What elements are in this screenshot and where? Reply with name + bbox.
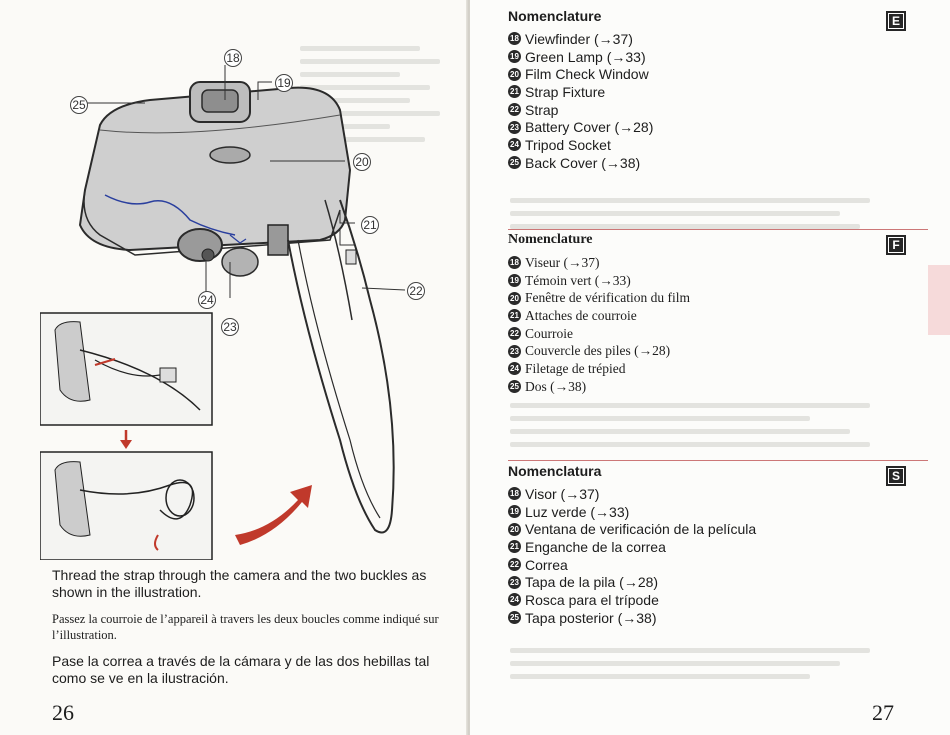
section-title: Nomenclatura bbox=[508, 463, 602, 479]
page-number-right: 27 bbox=[872, 700, 894, 725]
caption-french: Passez la courroie de l’appareil à trave… bbox=[52, 612, 439, 642]
callout-24: 24 bbox=[198, 291, 216, 309]
callout-25: 25 bbox=[70, 96, 88, 114]
caption-english: Thread the strap through the camera and … bbox=[52, 567, 427, 600]
ghost-text-right-2 bbox=[510, 395, 890, 455]
ghost-text-right bbox=[510, 190, 890, 237]
section-divider bbox=[508, 229, 928, 230]
callout-20: 20 bbox=[353, 153, 371, 171]
caption-spanish: Pase la correa a través de la cámara y d… bbox=[52, 653, 430, 686]
callout-23: 23 bbox=[221, 318, 239, 336]
ghost-text-right-3 bbox=[510, 640, 890, 687]
left-page: 18 19 25 20 21 22 24 23 Thread the strap… bbox=[0, 0, 468, 735]
page-number-left: 26 bbox=[52, 700, 74, 725]
section-title: Nomenclature bbox=[508, 8, 602, 24]
language-badge-e: E bbox=[886, 11, 906, 31]
section-tab bbox=[928, 265, 950, 335]
callout-22: 22 bbox=[407, 282, 425, 300]
callout-18: 18 bbox=[224, 49, 242, 67]
camera-illustration bbox=[40, 65, 406, 560]
callout-19: 19 bbox=[275, 74, 293, 92]
book-gutter bbox=[466, 0, 472, 735]
ghost-text-block bbox=[300, 38, 450, 150]
section-divider bbox=[508, 460, 928, 461]
language-badge-s: S bbox=[886, 466, 906, 486]
language-badge-f: F bbox=[886, 235, 906, 255]
callout-21: 21 bbox=[361, 216, 379, 234]
section-title: Nomenclature bbox=[508, 232, 593, 247]
